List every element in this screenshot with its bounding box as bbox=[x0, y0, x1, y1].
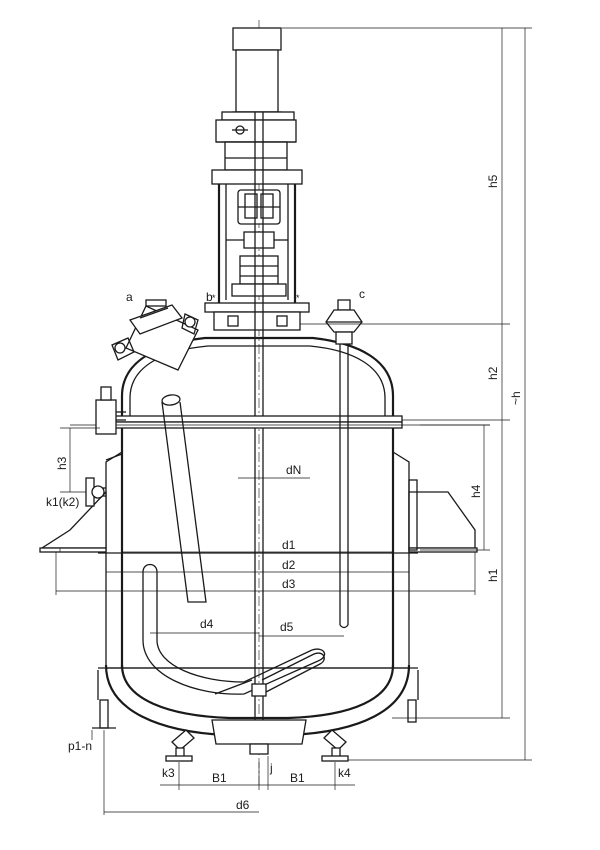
dim-label-j: j bbox=[269, 761, 273, 775]
anchor-agitator bbox=[214, 652, 325, 722]
dim-label-h1: h1 bbox=[486, 568, 500, 582]
label-c: c bbox=[359, 287, 365, 301]
dim-label-h: ~h bbox=[509, 391, 523, 405]
label-p1n-group: p1-n bbox=[68, 730, 93, 753]
dimensions-right: h5 h2 ~h h4 h1 bbox=[282, 27, 532, 761]
label-a: a bbox=[126, 290, 133, 304]
nozzle-k4 bbox=[321, 729, 349, 762]
motor-flange bbox=[221, 111, 295, 121]
legs bbox=[92, 699, 417, 729]
dim-label-dN: dN bbox=[286, 463, 301, 477]
dim-label-h2: h2 bbox=[486, 366, 500, 380]
bottom-dimensions: k3 k4 B1 j B1 d6 bbox=[103, 730, 355, 815]
lantern-frame: * * bbox=[204, 169, 310, 331]
dim-label-h3: h3 bbox=[55, 456, 69, 470]
base-flange bbox=[204, 302, 310, 313]
label-k1k2: k1(k2) bbox=[46, 495, 79, 509]
bearing-housing bbox=[243, 231, 275, 249]
motor-drive bbox=[215, 27, 297, 171]
motor-cap bbox=[232, 27, 282, 51]
dim-label-h4: h4 bbox=[469, 484, 483, 498]
lug-right bbox=[408, 491, 476, 549]
bottom-outlet bbox=[211, 719, 307, 755]
label-p1n: p1-n bbox=[68, 739, 92, 753]
dimension-dN: dN bbox=[238, 463, 310, 479]
dip-tube bbox=[161, 394, 207, 603]
frame-top-plate bbox=[211, 169, 303, 185]
gearbox-lower bbox=[224, 141, 288, 171]
side-valve-k1k2: k1(k2) bbox=[46, 477, 106, 509]
dim-label-h5: h5 bbox=[486, 174, 500, 188]
label-k4: k4 bbox=[338, 766, 351, 780]
coil-tube bbox=[142, 563, 326, 695]
side-nozzle-left bbox=[95, 386, 126, 435]
agitator-shaft bbox=[254, 112, 264, 690]
label-b: b bbox=[206, 290, 213, 304]
dim-label-d6: d6 bbox=[236, 798, 250, 812]
gearbox-upper bbox=[215, 119, 297, 143]
mechanical-seal bbox=[239, 255, 279, 285]
label-k3: k3 bbox=[162, 766, 175, 780]
svg-text:*: * bbox=[296, 293, 300, 303]
nozzle-k3 bbox=[165, 729, 195, 762]
svg-text:*: * bbox=[212, 293, 216, 303]
nozzle-c-thermowell: c bbox=[325, 287, 365, 629]
dim-label-d3: d3 bbox=[282, 577, 296, 591]
dim-label-B1-left: B1 bbox=[212, 771, 227, 785]
dim-label-d2: d2 bbox=[282, 558, 296, 572]
motor-body bbox=[235, 49, 279, 113]
vessel-shell bbox=[120, 428, 395, 720]
dim-label-d5: d5 bbox=[280, 620, 294, 634]
dimension-h3: h3 bbox=[55, 427, 100, 493]
dim-label-d1: d1 bbox=[282, 538, 296, 552]
dim-label-B1-right: B1 bbox=[290, 771, 305, 785]
dim-label-d4: d4 bbox=[200, 617, 214, 631]
nozzle-a-manhole: a bbox=[111, 290, 199, 371]
diameter-dimensions: d1 d2 d3 d4 d5 bbox=[55, 538, 476, 637]
body-flange-upper bbox=[111, 415, 403, 423]
